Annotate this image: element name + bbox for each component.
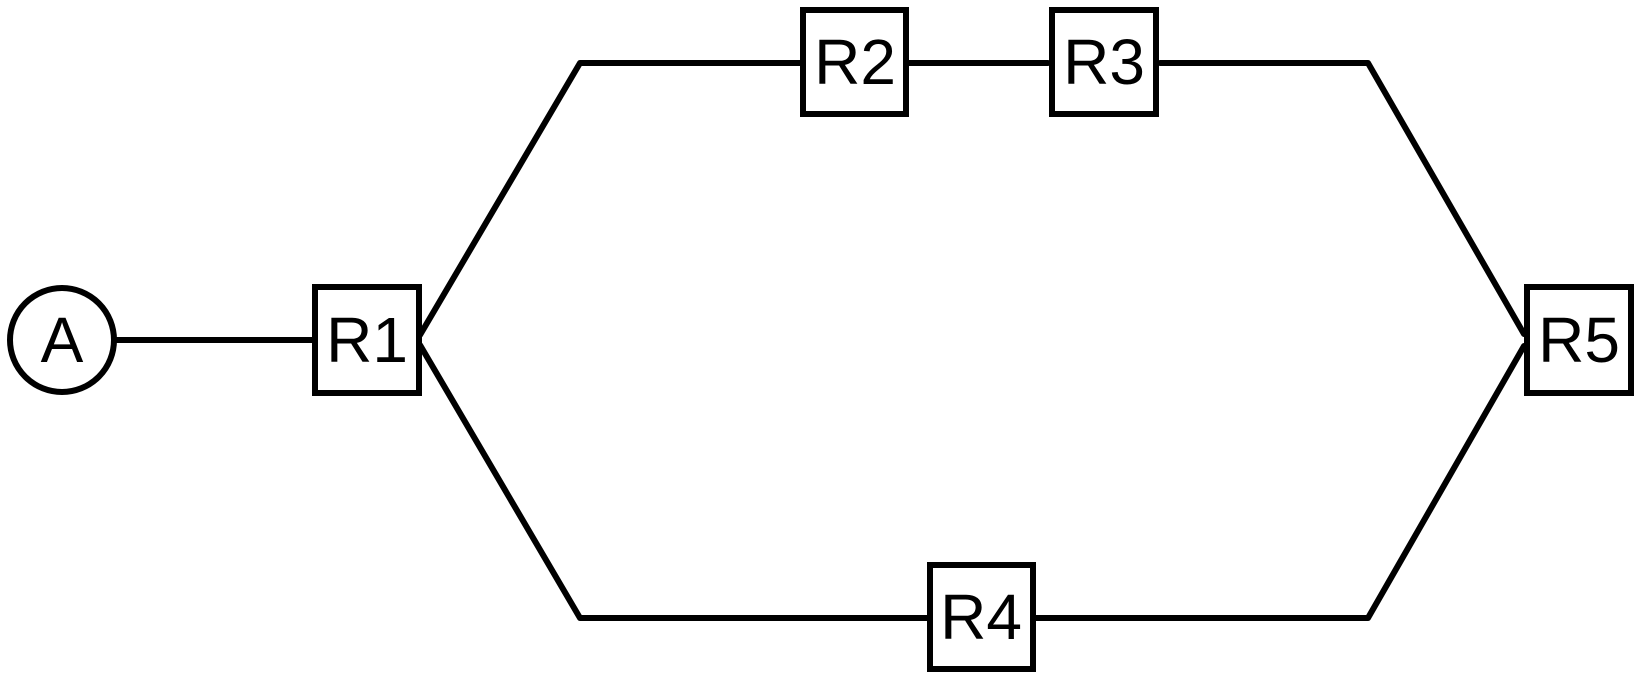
node-r1-label: R1 <box>326 304 408 376</box>
node-r5-box <box>1524 284 1634 396</box>
node-r2-box <box>800 7 909 117</box>
node-r5: R5 <box>1524 284 1634 396</box>
edge-r3-r5 <box>1157 60 1527 337</box>
node-r1: R1 <box>312 284 422 396</box>
edge-r1-r4 <box>417 342 933 621</box>
node-a: A <box>7 285 117 395</box>
node-r4: R4 <box>927 562 1036 672</box>
connections <box>112 60 1527 621</box>
edge-r4-r5 <box>1033 343 1527 621</box>
node-r5-label: R5 <box>1538 304 1620 376</box>
node-r3: R3 <box>1049 7 1159 117</box>
node-r2: R2 <box>800 7 909 117</box>
node-r3-label: R3 <box>1063 26 1145 98</box>
node-a-circle <box>7 285 117 395</box>
node-r4-box <box>927 562 1036 672</box>
node-r3-box <box>1049 7 1159 117</box>
node-r2-label: R2 <box>814 26 896 98</box>
node-a-label: A <box>41 304 84 376</box>
node-r1-box <box>312 284 422 396</box>
edge-r1-r2 <box>417 60 803 338</box>
node-r4-label: R4 <box>940 581 1022 653</box>
